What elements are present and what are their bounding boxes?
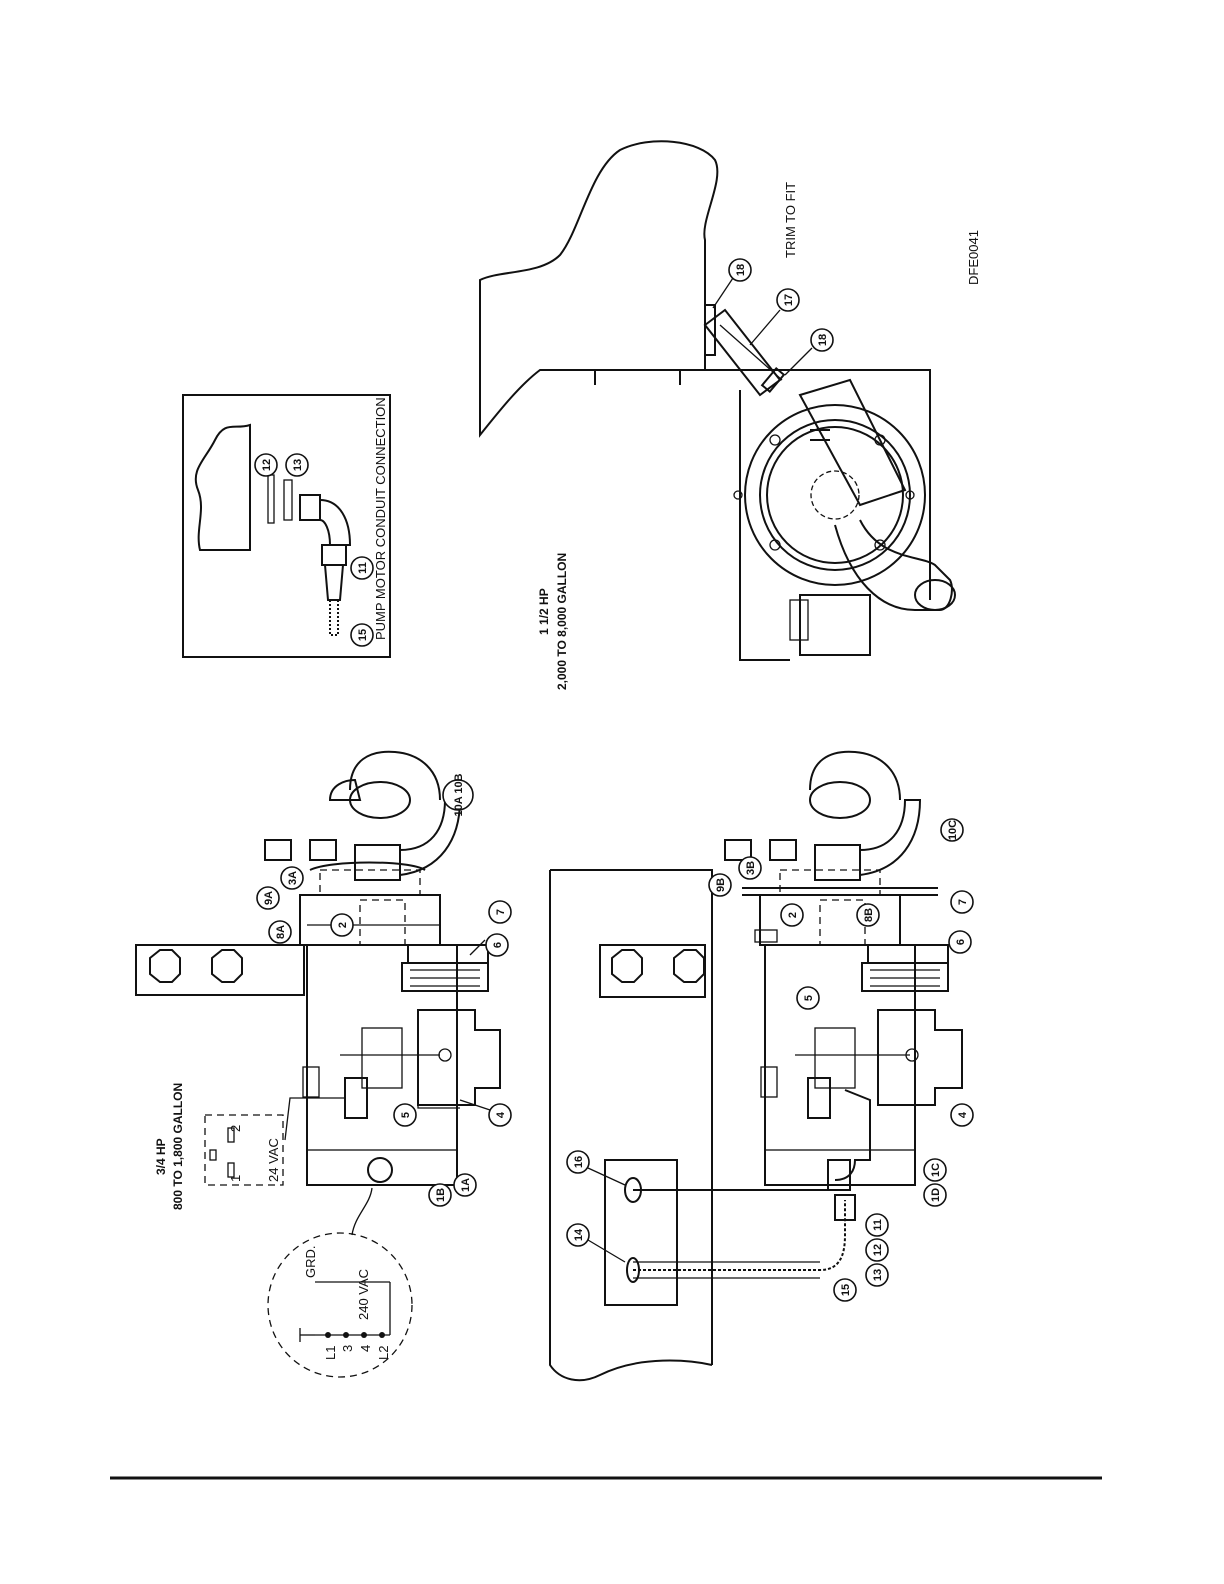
left-title-gallons: 800 TO 1,800 GALLON xyxy=(171,1083,185,1210)
callout-8a: 8A xyxy=(275,925,287,939)
inset-callout-15: 15 xyxy=(357,629,369,641)
wire-label-4: 4 xyxy=(358,1345,373,1352)
pump-housing xyxy=(418,1010,500,1105)
callout-18-top: 18 xyxy=(735,264,747,276)
pump-housing xyxy=(878,1010,962,1105)
motor-tab xyxy=(303,1067,319,1097)
callout-14: 14 xyxy=(573,1228,585,1241)
conduit-knockout xyxy=(368,1158,392,1182)
callout-6: 6 xyxy=(492,942,504,948)
wire-label-3: 3 xyxy=(340,1345,355,1352)
voltage-240-label: 240 VAC xyxy=(356,1269,371,1320)
callout-10a-10b: 10A 10B xyxy=(453,773,465,816)
callout-7: 7 xyxy=(495,909,507,915)
callout-10c: 10C xyxy=(947,820,959,840)
pump-motor-body xyxy=(307,945,457,1185)
callout-9a: 9A xyxy=(263,891,275,905)
callout-4b: 4 xyxy=(957,1111,969,1118)
motor-junction-box xyxy=(800,595,870,655)
tank-wall-right xyxy=(705,370,930,600)
callout-1a: 1A xyxy=(460,1178,472,1192)
suction-elbow xyxy=(835,520,952,610)
pump-motor-body xyxy=(765,945,915,1185)
motor-end-cap xyxy=(307,1150,457,1185)
pump-flange xyxy=(402,963,488,991)
discharge-pipe xyxy=(400,800,460,875)
callout-1d: 1D xyxy=(930,1188,942,1202)
inset-title: PUMP MOTOR CONDUIT CONNECTION xyxy=(373,397,388,640)
inset-motor-body xyxy=(196,425,250,550)
callouts-bottom-left: 14 15 16 13 12 11 1D 1C 4 5 6 7 8B 2 9B … xyxy=(567,819,973,1301)
hex-bolt xyxy=(150,950,180,982)
pressure-switch xyxy=(345,1078,367,1118)
inset-frame xyxy=(183,395,390,657)
assembly-3-4-hp xyxy=(136,752,500,1235)
wire-label-l2: L2 xyxy=(376,1346,391,1360)
assembly-1-1-2-hp-top xyxy=(480,141,955,660)
hex-bolt xyxy=(212,950,242,982)
callout-18-bottom: 18 xyxy=(817,334,829,346)
callout-8b: 8B xyxy=(863,908,875,922)
ground-label: GRD. xyxy=(303,1246,318,1279)
callout-5b: 5 xyxy=(803,995,815,1001)
callout-3b: 3B xyxy=(745,861,757,875)
callout-6b: 6 xyxy=(955,939,967,945)
callout-5: 5 xyxy=(400,1112,412,1118)
callout-2b: 2 xyxy=(787,912,799,918)
trim-to-fit-note: TRIM TO FIT xyxy=(783,182,798,258)
motor-top xyxy=(300,895,440,945)
inset-callout-11: 11 xyxy=(357,562,369,574)
inset-conduit-connection: PUMP MOTOR CONDUIT CONNECTION 15 11 13 1… xyxy=(183,395,390,657)
callout-1b: 1B xyxy=(435,1188,447,1202)
callout-13: 13 xyxy=(872,1269,884,1281)
callout-2: 2 xyxy=(337,922,349,928)
assembly-1-1-2-hp-side xyxy=(550,752,962,1380)
mounting-bracket xyxy=(600,945,705,997)
callout-16: 16 xyxy=(573,1156,585,1168)
pump-volute xyxy=(745,405,925,585)
callout-7b: 7 xyxy=(957,899,969,905)
callout-12: 12 xyxy=(872,1244,884,1256)
inset-conduit-elbow xyxy=(320,500,350,545)
wiring-240vac-detail: L1 3 4 L2 GRD. 240 VAC xyxy=(268,1233,412,1377)
callouts-top-left: 1B 1A 4 5 6 7 2 8A 9A 3A 10A 10B xyxy=(257,773,511,1206)
callout-9b: 9B xyxy=(715,878,727,892)
wiring-24vac-detail: 1 2 24 VAC xyxy=(205,1115,283,1185)
flexible-conduit xyxy=(633,1200,845,1270)
terminal-1-label: 1 xyxy=(228,1175,243,1182)
drawing-id: DFE0041 xyxy=(966,230,981,285)
tank-section xyxy=(480,141,717,435)
callout-3a: 3A xyxy=(287,871,299,885)
callout-4: 4 xyxy=(495,1111,507,1118)
conduit-plate xyxy=(605,1160,677,1305)
voltage-24-label: 24 VAC xyxy=(266,1138,281,1182)
inset-callout-13: 13 xyxy=(292,459,304,471)
left-title-hp: 3/4 HP xyxy=(154,1138,168,1175)
callout-1c: 1C xyxy=(930,1163,942,1177)
right-title-hp: 1 1/2 HP xyxy=(537,588,551,635)
seal-ring xyxy=(408,945,488,963)
wire-label-l1: L1 xyxy=(323,1346,338,1360)
inset-callout-12: 12 xyxy=(261,459,273,471)
callout-15: 15 xyxy=(840,1284,852,1296)
terminal-2-label: 2 xyxy=(228,1125,243,1132)
right-title-gallons: 2,000 TO 8,000 GALLON xyxy=(555,553,569,690)
callout-11: 11 xyxy=(872,1219,884,1231)
callout-17: 17 xyxy=(783,294,795,306)
